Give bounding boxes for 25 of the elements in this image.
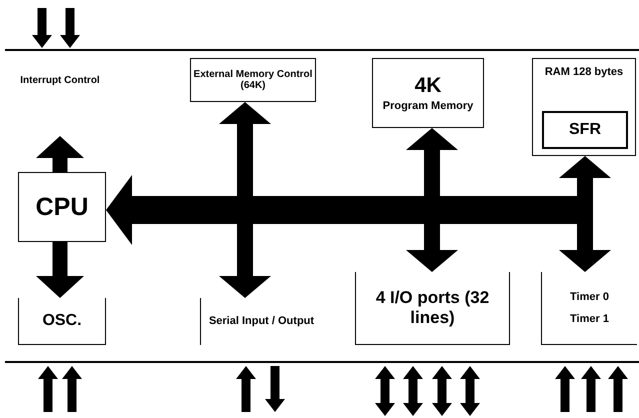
box-label: Timer 1 [570, 313, 609, 326]
process-box [18, 172, 106, 242]
box-label: RAM 128 bytes [544, 66, 624, 79]
process-box [18, 298, 106, 345]
box-label: 4K [414, 74, 442, 98]
box-label: External Memory Control (64K) [192, 68, 314, 92]
double-arrow [559, 156, 611, 272]
process-box [541, 272, 637, 345]
block-label: Interrupt Control [20, 75, 100, 86]
box-label: Timer 0 [570, 291, 609, 304]
box-label: CPU [36, 192, 88, 222]
double-arrow [406, 128, 458, 272]
box-label: OSC. [42, 312, 82, 330]
box-label: 4 I/O ports (32 lines) [374, 288, 490, 328]
process-box [532, 58, 636, 156]
box-label: Serial Input / Output [208, 315, 314, 328]
process-box [190, 58, 316, 102]
box-label: SFR [569, 120, 601, 140]
block-arrow [36, 242, 84, 298]
double-arrow [219, 102, 271, 298]
block-arrow [36, 136, 84, 172]
process-box [542, 111, 628, 149]
process-box [372, 58, 484, 128]
process-box [355, 272, 510, 345]
box-label: Program Memory [382, 100, 474, 112]
